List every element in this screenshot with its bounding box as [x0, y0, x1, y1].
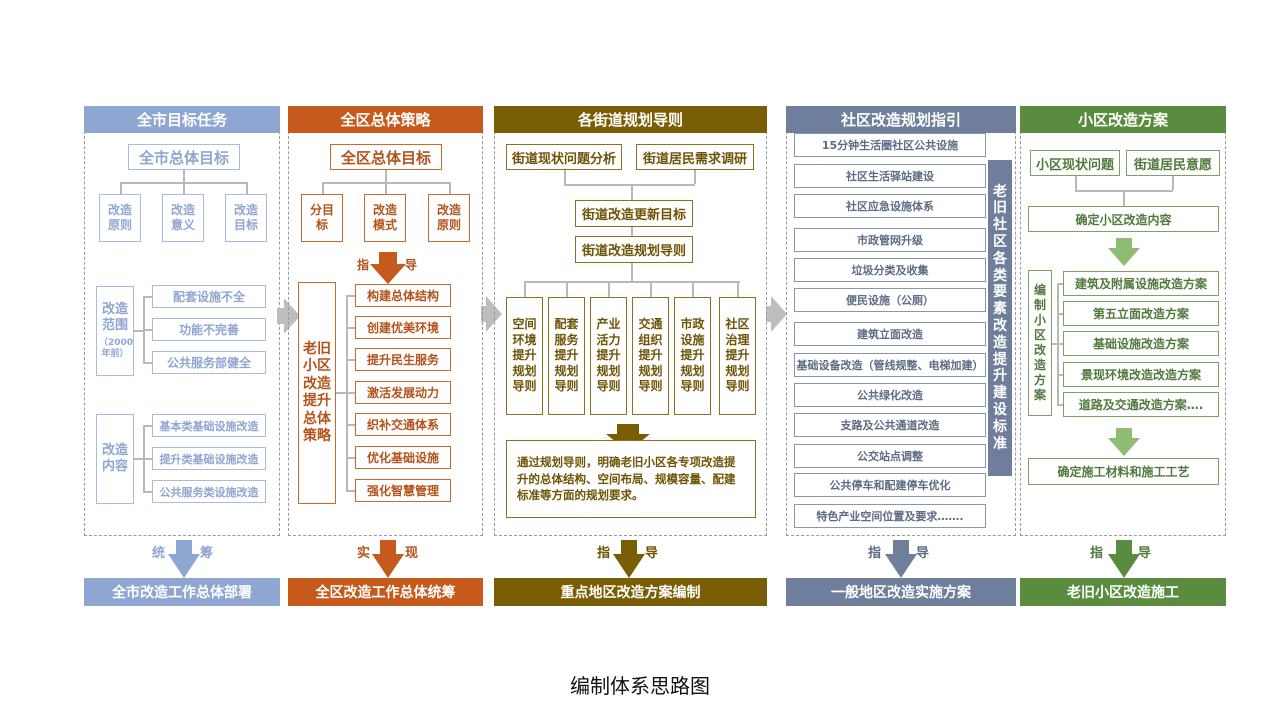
community-item-13: 特色产业空间位置及要求……. [794, 504, 986, 528]
district-sub-mode: 改造模式 [364, 194, 406, 242]
neighborhood-resident-wishes: 街道居民意愿 [1126, 150, 1220, 176]
district-item-2: 创建优美环境 [355, 316, 451, 339]
city-scope-item-1: 配套设施不全 [152, 285, 266, 308]
neighborhood-arrow-1-icon [1108, 238, 1140, 266]
footer-street: 重点地区改造方案编制 [494, 578, 767, 606]
community-item-9: 公共绿化改造 [794, 383, 986, 407]
street-sub-space: 空间环境提升规划导则 [506, 297, 543, 415]
district-sub-goal: 分目标 [301, 194, 343, 242]
city-sub-principle: 改造原则 [99, 194, 141, 242]
street-resident-survey: 街道居民需求调研 [636, 144, 754, 170]
street-sub-service: 配套服务提升规划导则 [548, 297, 585, 415]
header-district-strategy: 全区总体策略 [288, 106, 483, 133]
neighborhood-arrow-2-icon [1108, 428, 1140, 456]
neighborhood-final-step: 确定施工材料和施工工艺 [1028, 458, 1219, 485]
district-realize-label-right: 现 [405, 546, 419, 561]
city-scope-item-3: 公共服务部健全 [152, 351, 266, 374]
city-content-box: 改造内容 [96, 414, 134, 504]
community-item-11: 公交站点调整 [794, 444, 986, 468]
street-guide-label-right: 导 [645, 546, 659, 561]
city-sub-target: 改造目标 [225, 194, 267, 242]
diagram-caption: 编制体系思路图 [570, 674, 710, 698]
header-street-guidelines: 各街道规划导则 [494, 106, 767, 133]
community-guide-label-left: 指 [868, 546, 882, 561]
district-item-4: 激活发展动力 [355, 381, 451, 404]
footer-city: 全市改造工作总体部署 [84, 578, 280, 606]
neighborhood-problems: 小区现状问题 [1030, 150, 1120, 176]
footer-community: 一般地区改造实施方案 [786, 578, 1016, 606]
community-item-3: 社区应急设施体系 [794, 194, 986, 218]
neighborhood-guide-label-left: 指 [1090, 546, 1104, 561]
community-item-5: 垃圾分类及收集 [794, 258, 986, 282]
city-scope-box: 改造范围 （2000年前） [96, 286, 134, 376]
street-summary-arrow-icon [606, 424, 650, 452]
street-problem-analysis: 街道现状问题分析 [506, 144, 622, 170]
district-overall-goal: 全区总体目标 [330, 144, 442, 170]
district-guide-arrow-icon [370, 252, 406, 284]
district-sub-principle: 改造原则 [428, 194, 470, 242]
city-arrow-label-left: 统 [152, 546, 166, 561]
street-sub-governance: 社区治理提升规划导则 [719, 297, 756, 415]
district-item-6: 优化基础设施 [355, 446, 451, 469]
footer-district: 全区改造工作总体统筹 [288, 578, 483, 606]
community-standard-side-bar: 老旧社区各类要素改造提升建设标准 [988, 160, 1012, 476]
city-down-arrow-icon [168, 540, 200, 578]
street-summary: 通过规划导则，明确老旧小区各专项改造提升的总体结构、空间布局、规模容量、配建标准… [506, 440, 756, 518]
district-strategy-box: 老旧小区改造提升总体策略 [298, 282, 336, 504]
district-item-7: 强化智慧管理 [355, 479, 451, 502]
neighborhood-confirm-content: 确定小区改造内容 [1028, 206, 1219, 232]
street-planning-guide: 街道改造规划导则 [575, 236, 693, 263]
flow-arrow-3-icon [771, 296, 787, 332]
community-item-10: 支路及公共通道改造 [794, 413, 986, 437]
neighborhood-down-arrow-icon [1108, 540, 1140, 578]
neighborhood-item-2: 第五立面改造方案 [1063, 301, 1219, 326]
neighborhood-item-5: 道路及交通改造方案…. [1063, 392, 1219, 417]
community-item-1: 15分钟生活圈社区公共设施 [794, 133, 986, 157]
city-sub-significance: 改造意义 [162, 194, 204, 242]
district-realize-label-left: 实 [357, 546, 371, 561]
community-down-arrow-icon [885, 540, 917, 578]
district-guide-label-left: 指 [357, 258, 370, 272]
neighborhood-item-4: 景现环境改造改造方案 [1063, 362, 1219, 387]
street-renewal-goal: 街道改造更新目标 [575, 200, 693, 227]
community-item-7: 建筑立面改造 [794, 322, 986, 346]
header-community-guidance: 社区改造规划指引 [786, 106, 1016, 133]
city-overall-goal: 全市总体目标 [128, 144, 240, 170]
city-content-item-3: 公共服务类设施改造 [152, 480, 266, 503]
community-item-12: 公共停车和配建停车优化 [794, 473, 986, 497]
street-sub-industry: 产业活力提升规划导则 [590, 297, 627, 415]
footer-neighborhood: 老旧小区改造施工 [1020, 578, 1226, 606]
community-item-6: 便民设施（公厕） [794, 288, 986, 312]
street-down-arrow-icon [613, 540, 645, 578]
header-neighborhood-plan: 小区改造方案 [1020, 106, 1226, 133]
neighborhood-item-1: 建筑及附属设施改造方案 [1063, 271, 1219, 296]
street-sub-municipal: 市政设施提升规划导则 [674, 297, 711, 415]
neighborhood-plan-side-box: 编制小区改造方案 [1028, 270, 1052, 416]
header-city-targets: 全市目标任务 [84, 106, 280, 133]
community-guide-label-right: 导 [916, 546, 930, 561]
district-item-1: 构建总体结构 [355, 284, 451, 307]
neighborhood-item-3: 基础设施改造方案 [1063, 331, 1219, 356]
city-arrow-label-right: 筹 [200, 546, 214, 561]
community-item-8: 基础设备改造（管线规整、电梯加建） [794, 353, 986, 377]
city-scope-item-2: 功能不完善 [152, 318, 266, 341]
city-content-item-1: 基本类基础设施改造 [152, 414, 266, 437]
district-item-3: 提升民生服务 [355, 348, 451, 371]
community-item-2: 社区生活驿站建设 [794, 164, 986, 188]
city-content-item-2: 提升类基础设施改造 [152, 447, 266, 470]
district-item-5: 织补交通体系 [355, 413, 451, 436]
district-down-arrow-icon [372, 540, 404, 578]
community-item-4: 市政管网升级 [794, 228, 986, 252]
street-sub-traffic: 交通组织提升规划导则 [632, 297, 669, 415]
street-guide-label-left: 指 [597, 546, 611, 561]
neighborhood-guide-label-right: 导 [1138, 546, 1152, 561]
district-guide-label-right: 导 [405, 258, 418, 272]
